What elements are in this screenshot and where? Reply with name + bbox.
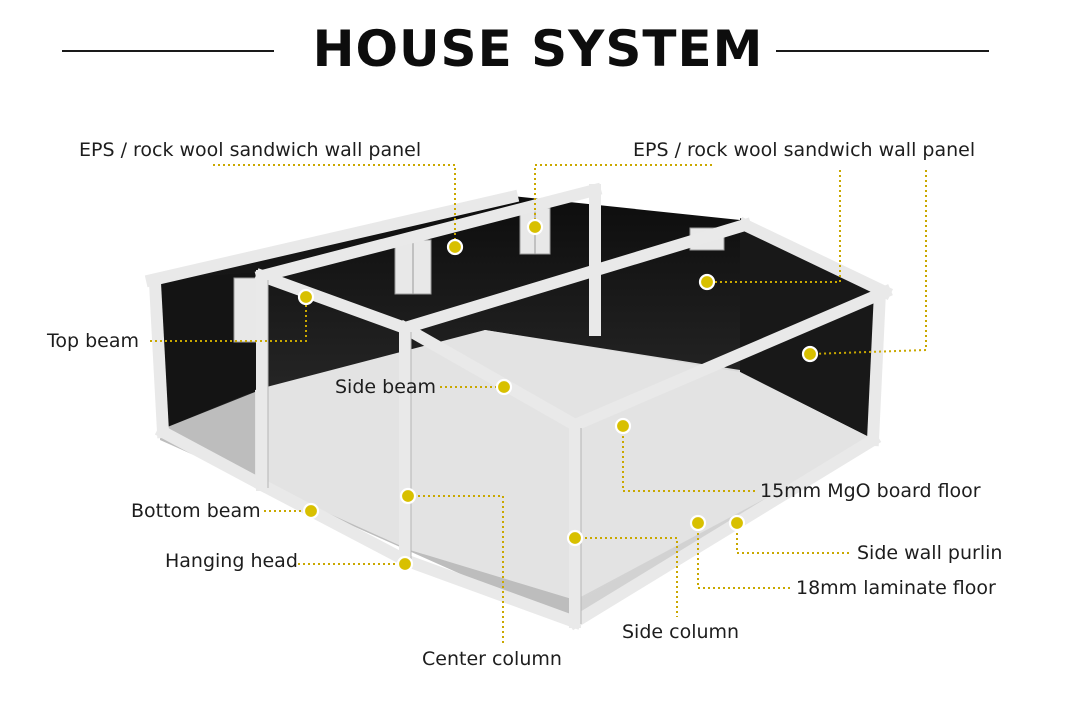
label-side-beam: Side beam [335,376,437,398]
column-right-end [866,285,887,447]
marker-center-column [399,487,417,505]
top-beam-front [397,217,753,336]
marker-laminate-floor [689,514,707,532]
steel-frame [144,182,894,631]
marker-top-beam [297,288,315,306]
leader-center-column [408,495,504,646]
label-top-beam: Top beam [47,330,140,352]
page-title: HOUSE SYSTEM [312,20,764,78]
leader-wall-panel-right-2 [707,170,841,283]
marker-side-wall-purlin [728,514,746,532]
marker-wall-panel-back [698,273,716,291]
label-side-wall-purlin: Side wall purlin [857,542,1003,564]
label-laminate-floor: 18mm laminate floor [796,577,996,599]
column-end-left [148,276,170,439]
side-beam-mid [396,319,584,434]
leader-wall-panel-right-3 [809,170,927,355]
marker-wall-panel-left [446,238,464,256]
marker-wall-panel-mid [526,218,544,236]
label-side-column: Side column [622,621,740,643]
marker-mgo-floor [614,417,632,435]
top-beam-ridge [254,182,603,284]
leader-top-beam [150,297,307,342]
leader-lines [150,164,927,646]
top-beam-right [567,284,893,433]
leader-wall-panel-right-1 [534,164,712,227]
bottom-beam-right [566,431,882,631]
leader-mgo-floor [622,426,755,492]
marker-wall-panel-end [801,345,819,363]
marker-side-beam [495,378,513,396]
label-bottom-beam: Bottom beam [131,500,261,522]
marker-side-column [566,529,584,547]
bottom-beam-mid [397,552,583,630]
marker-hanging-head [396,555,414,573]
label-hanging-head: Hanging head [165,550,298,572]
marker-bottom-beam [302,502,320,520]
bottom-beam-front [253,476,414,569]
gable-right [736,216,894,301]
label-wall-panel-left: EPS / rock wool sandwich wall panel [79,139,422,161]
leader-side-wall-purlin [736,523,852,554]
leader-side-column [575,537,678,617]
label-wall-panel-right: EPS / rock wool sandwich wall panel [633,139,976,161]
leader-wall-panel-left [213,164,456,247]
bottom-beam-left [154,423,271,494]
title-rule-left [62,50,274,52]
label-center-column: Center column [422,648,562,670]
top-beam-back [144,189,520,288]
title-rule-right [776,50,989,52]
leader-laminate-floor [697,523,790,589]
side-beam-left [254,268,413,336]
label-mgo-floor: 15mm MgO board floor [760,480,981,502]
markers [297,218,819,573]
